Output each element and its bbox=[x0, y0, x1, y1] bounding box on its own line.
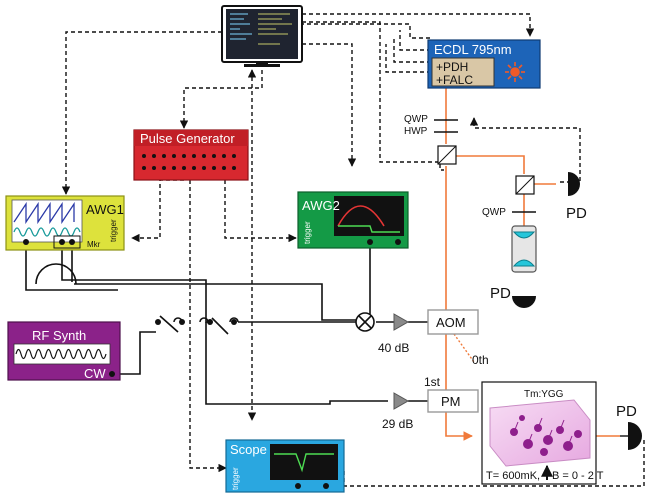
pd-bottom-icon bbox=[512, 296, 536, 308]
control-lines bbox=[61, 13, 645, 487]
pd-right-label: PD bbox=[566, 205, 587, 222]
ecdl-laser: ECDL 795nm +PDH +FALC bbox=[427, 39, 541, 89]
pulse-generator-title: Pulse Generator bbox=[140, 131, 235, 146]
pm-label: PM bbox=[441, 394, 461, 409]
pd-sample-label: PD bbox=[616, 403, 637, 420]
pd-right-icon bbox=[568, 172, 580, 196]
pm-box bbox=[427, 389, 479, 413]
qwp-top-label: QWP bbox=[404, 114, 428, 125]
hwp-label: HWP bbox=[404, 126, 428, 137]
aom-label: AOM bbox=[436, 315, 466, 330]
order-1st-label: 1st bbox=[424, 375, 441, 389]
attenuator-40db-icon bbox=[393, 313, 410, 331]
atten-29-label: 29 dB bbox=[382, 417, 413, 431]
scope-trigger-label: trigger bbox=[231, 467, 240, 490]
order-0th-label: 0th bbox=[472, 353, 489, 367]
ecdl-falc: +FALC bbox=[436, 73, 473, 87]
switch-dots bbox=[155, 319, 237, 325]
awg1-mkr-label: Mkr bbox=[87, 240, 101, 249]
cavity-icon bbox=[511, 225, 537, 273]
conditions-temp: T= 600mK, bbox=[486, 470, 540, 482]
zeroth-order-beam bbox=[453, 333, 475, 363]
scope-title: Scope bbox=[230, 442, 267, 457]
awg1-title: AWG1 bbox=[86, 202, 124, 217]
pulse-generator: Pulse Generator bbox=[133, 129, 249, 181]
awg2-trigger-label: trigger bbox=[303, 221, 312, 244]
laser-star-icon bbox=[505, 62, 525, 82]
pbs-right-icon bbox=[515, 175, 535, 195]
awg1: AWG1 trigger Mkr bbox=[5, 195, 125, 251]
atten-40-label: 40 dB bbox=[378, 341, 409, 355]
ecdl-title: ECDL 795nm bbox=[434, 42, 512, 57]
scope: Scope trigger bbox=[225, 439, 345, 493]
sample-cryostat: Tm:YGG T= 600mK, B = 0 - 2 T bbox=[481, 381, 604, 485]
pulse-generator-ports bbox=[142, 154, 236, 170]
crystal-label: Tm:YGG bbox=[524, 389, 564, 400]
pbs-top-icon bbox=[437, 145, 457, 165]
awg2: AWG2 trigger bbox=[297, 191, 409, 249]
attenuator-29db-icon bbox=[393, 392, 410, 410]
computer-icon bbox=[221, 5, 303, 67]
rf-synth-title: RF Synth bbox=[32, 328, 86, 343]
aom-box bbox=[427, 309, 479, 335]
pd-sample-icon bbox=[620, 422, 642, 450]
conditions-field: B = 0 - 2 T bbox=[552, 470, 604, 482]
qwp-right-label: QWP bbox=[482, 207, 506, 218]
ecdl-pdh: +PDH bbox=[436, 60, 468, 74]
rf-cw-label: CW bbox=[84, 366, 106, 381]
pd-bottom-label: PD bbox=[490, 285, 511, 302]
mixer-icon bbox=[355, 312, 375, 332]
awg1-trigger-label: trigger bbox=[109, 219, 118, 242]
awg2-title: AWG2 bbox=[302, 198, 340, 213]
rf-synth: RF Synth CW bbox=[7, 321, 121, 381]
atom-icons bbox=[510, 415, 582, 456]
